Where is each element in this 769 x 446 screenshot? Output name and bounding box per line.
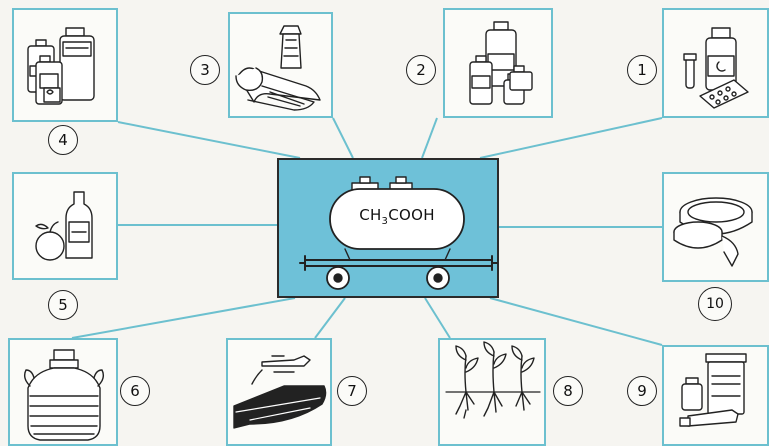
label-4: 4 (48, 125, 78, 155)
label-5: 5 (48, 290, 78, 320)
label-9: 9 (627, 376, 657, 406)
solvent-bottles-icon (28, 28, 94, 104)
label-10: 10 (698, 287, 732, 321)
seedlings-icon (446, 342, 540, 418)
film-reels-icon (674, 198, 752, 266)
label-6: 6 (120, 376, 150, 406)
orange-essence-bottle-icon (36, 192, 92, 260)
center-formula: CH3COOH (337, 206, 457, 227)
crop-duster-plane-icon (234, 356, 326, 428)
label-7: 7 (337, 376, 367, 406)
label-3: 3 (190, 55, 220, 85)
tank-car-icon (300, 177, 497, 289)
medicine-bottle-pills-icon (684, 28, 748, 108)
label-1: 1 (627, 55, 657, 85)
label-8: 8 (553, 376, 583, 406)
fabric-roll-icon (236, 26, 320, 110)
chemical-bottles-icon (470, 22, 532, 104)
paint-can-tube-icon (680, 354, 746, 426)
label-2: 2 (406, 55, 436, 85)
demijohn-jar-icon (25, 350, 104, 440)
